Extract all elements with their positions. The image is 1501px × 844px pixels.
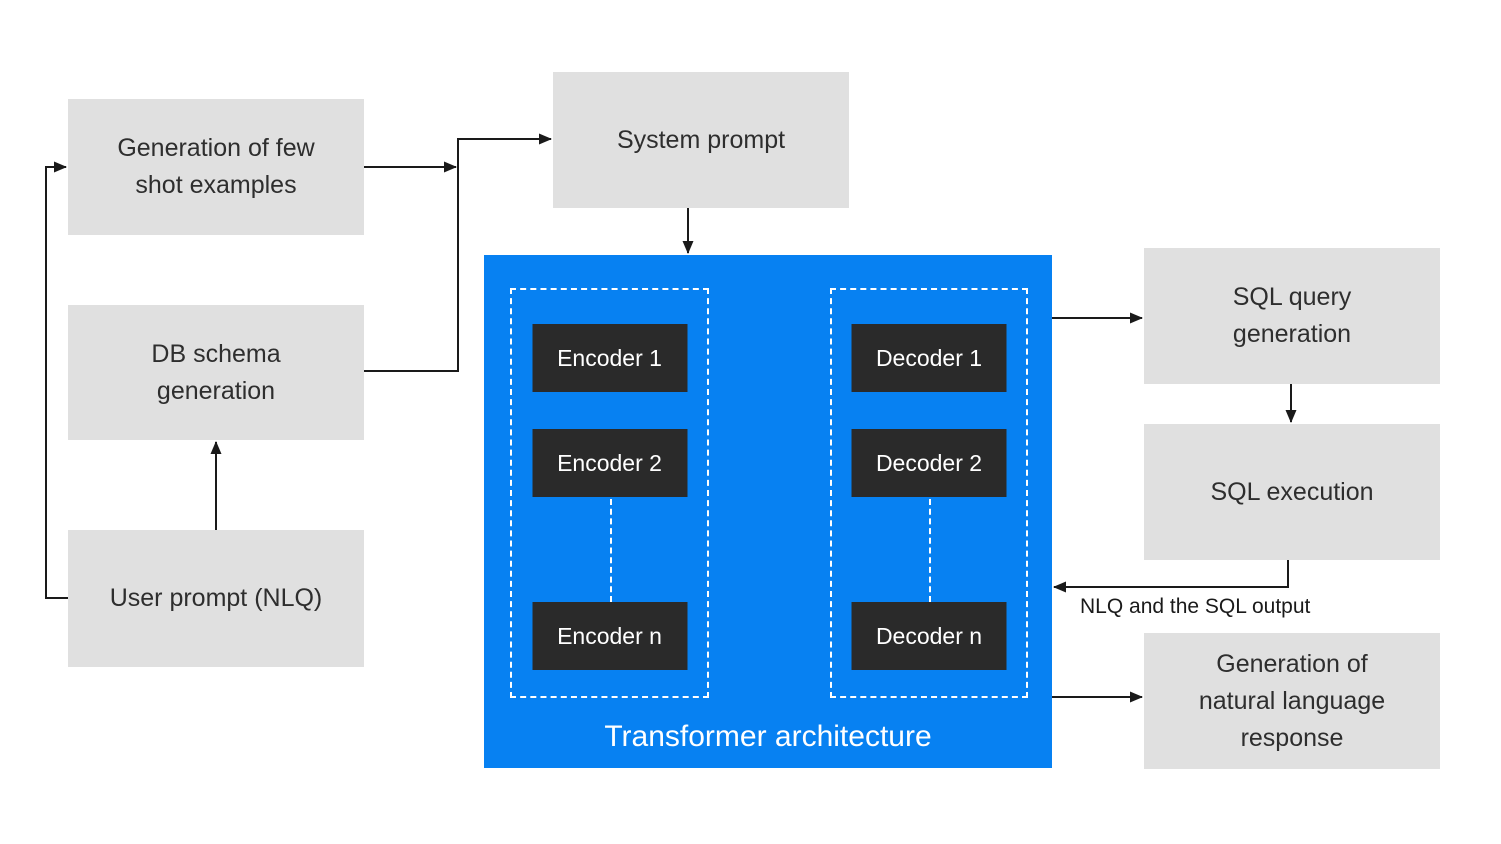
edge-label-nlq-sql-output: NLQ and the SQL output xyxy=(1080,595,1311,618)
node-few-shot-examples: Generation of few shot examples xyxy=(68,99,364,235)
encoder-2-block: Encoder 2 xyxy=(532,429,687,497)
decoder-1-label: Decoder 1 xyxy=(875,344,983,371)
encoder-group: Encoder 1 Encoder 2 Encoder n xyxy=(510,288,709,698)
node-natural-language-response: Generation of natural language response xyxy=(1144,633,1440,769)
decoder-n-label: Decoder n xyxy=(875,622,983,649)
node-sql-query-generation-label: SQL query generation xyxy=(1232,283,1352,348)
node-user-prompt: User prompt (NLQ) xyxy=(68,530,364,667)
decoder-1-block: Decoder 1 xyxy=(851,324,1007,392)
node-sql-execution-label: SQL execution xyxy=(1210,477,1374,506)
decoder-2-label: Decoder 2 xyxy=(875,449,983,476)
encoder-1-block: Encoder 1 xyxy=(532,324,687,392)
decoder-n-block: Decoder n xyxy=(851,602,1007,670)
node-user-prompt-label: User prompt (NLQ) xyxy=(109,584,323,612)
node-system-prompt-label: System prompt xyxy=(616,125,786,154)
encoder-n-label: Encoder n xyxy=(557,622,662,649)
transformer-architecture-box: Encoder 1 Encoder 2 Encoder n Decoder 1 … xyxy=(484,255,1052,768)
node-db-schema-generation-label: DB schema generation xyxy=(151,339,281,405)
decoder-group: Decoder 1 Decoder 2 Decoder n xyxy=(830,288,1028,698)
edge-sqlexec-to-transformer xyxy=(1053,560,1289,593)
encoder-ellipsis-connector xyxy=(609,499,612,602)
node-few-shot-examples-label: Generation of few shot examples xyxy=(117,134,315,199)
decoder-2-block: Decoder 2 xyxy=(851,429,1007,497)
node-sql-query-generation: SQL query generation xyxy=(1144,248,1440,384)
encoder-n-block: Encoder n xyxy=(532,602,687,670)
node-system-prompt: System prompt xyxy=(553,72,849,208)
edge-userprompt-to-fewshot xyxy=(45,161,68,599)
node-db-schema-generation: DB schema generation xyxy=(68,305,364,440)
node-sql-execution: SQL execution xyxy=(1144,424,1440,560)
encoder-1-label: Encoder 1 xyxy=(557,344,662,371)
encoder-2-label: Encoder 2 xyxy=(557,449,662,476)
decoder-ellipsis-connector xyxy=(929,499,931,602)
transformer-architecture-title: Transformer architecture xyxy=(604,720,932,753)
node-natural-language-response-label: Generation of natural language response xyxy=(1198,649,1386,752)
